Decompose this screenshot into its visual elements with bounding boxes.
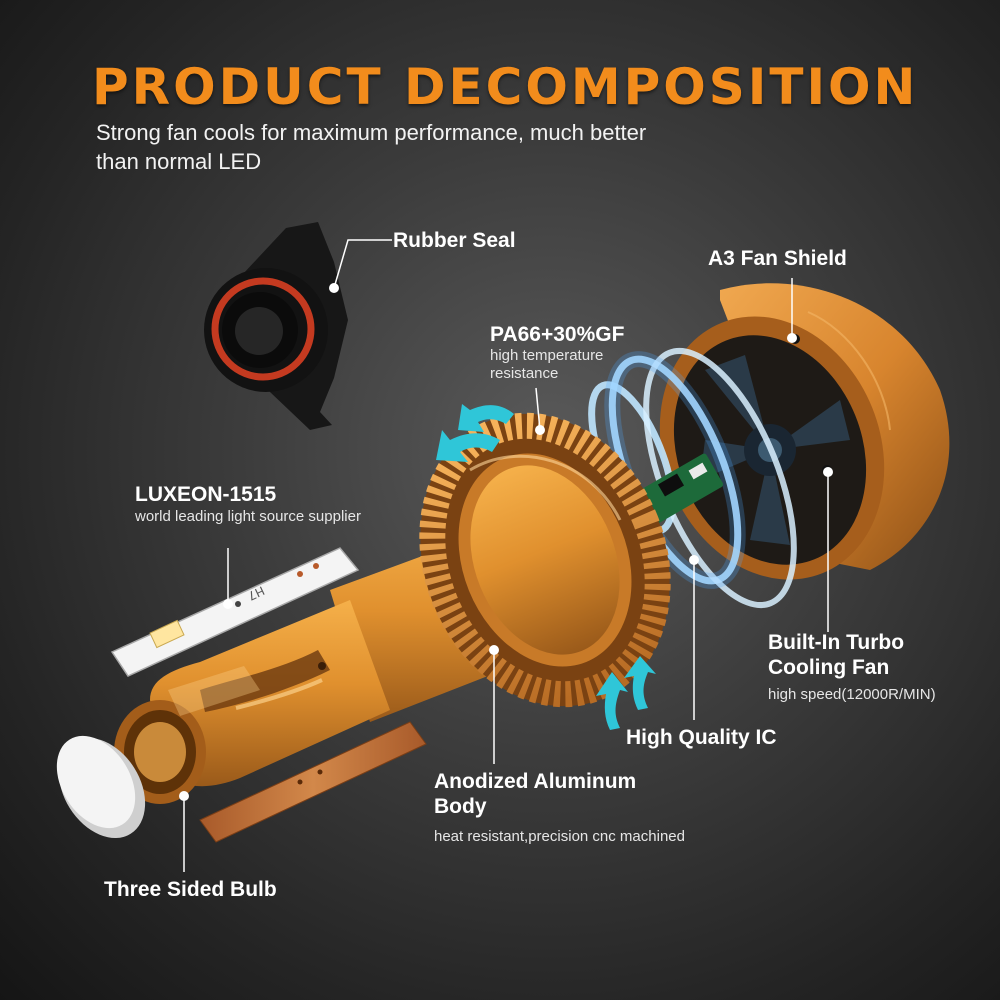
fan-shield-label: A3 Fan Shield — [708, 247, 847, 270]
fan-shield-part — [659, 283, 950, 580]
rubber-seal-part — [204, 222, 348, 430]
luxeon-label: LUXEON-1515 — [135, 483, 277, 506]
luxeon-note: world leading light source supplier — [135, 508, 361, 525]
page-subtitle: Strong fan cools for maximum performance… — [96, 120, 647, 174]
pa66-label: PA66+30%GF — [490, 323, 625, 346]
turbo-fan-label: Built-In Turbo Cooling Fan — [768, 631, 905, 679]
turbo-fan-note: high speed(12000R/MIN) — [768, 686, 936, 703]
bulb-label: Three Sided Bulb — [104, 878, 277, 901]
aluminum-body-label: Anodized Aluminum Body — [434, 770, 637, 818]
diffuser-cap-part — [56, 735, 146, 839]
ic-label: High Quality IC — [626, 726, 777, 749]
callout-lines — [183, 239, 829, 872]
aluminum-body-note: heat resistant,precision cnc machined — [434, 828, 685, 845]
copper-heat-strip — [199, 721, 427, 843]
led-chip-board: H7 — [110, 547, 360, 677]
pa66-note: high temperature resistance — [490, 347, 604, 382]
rubber-seal-label: Rubber Seal — [393, 229, 516, 252]
driver-ic-board — [636, 453, 724, 525]
callout-dots — [179, 283, 833, 801]
airflow-arrows — [436, 404, 656, 730]
heat-sink-fins — [419, 412, 671, 708]
led-board-marking: H7 — [246, 583, 267, 603]
page-title: PRODUCT DECOMPOSITION — [92, 58, 919, 116]
